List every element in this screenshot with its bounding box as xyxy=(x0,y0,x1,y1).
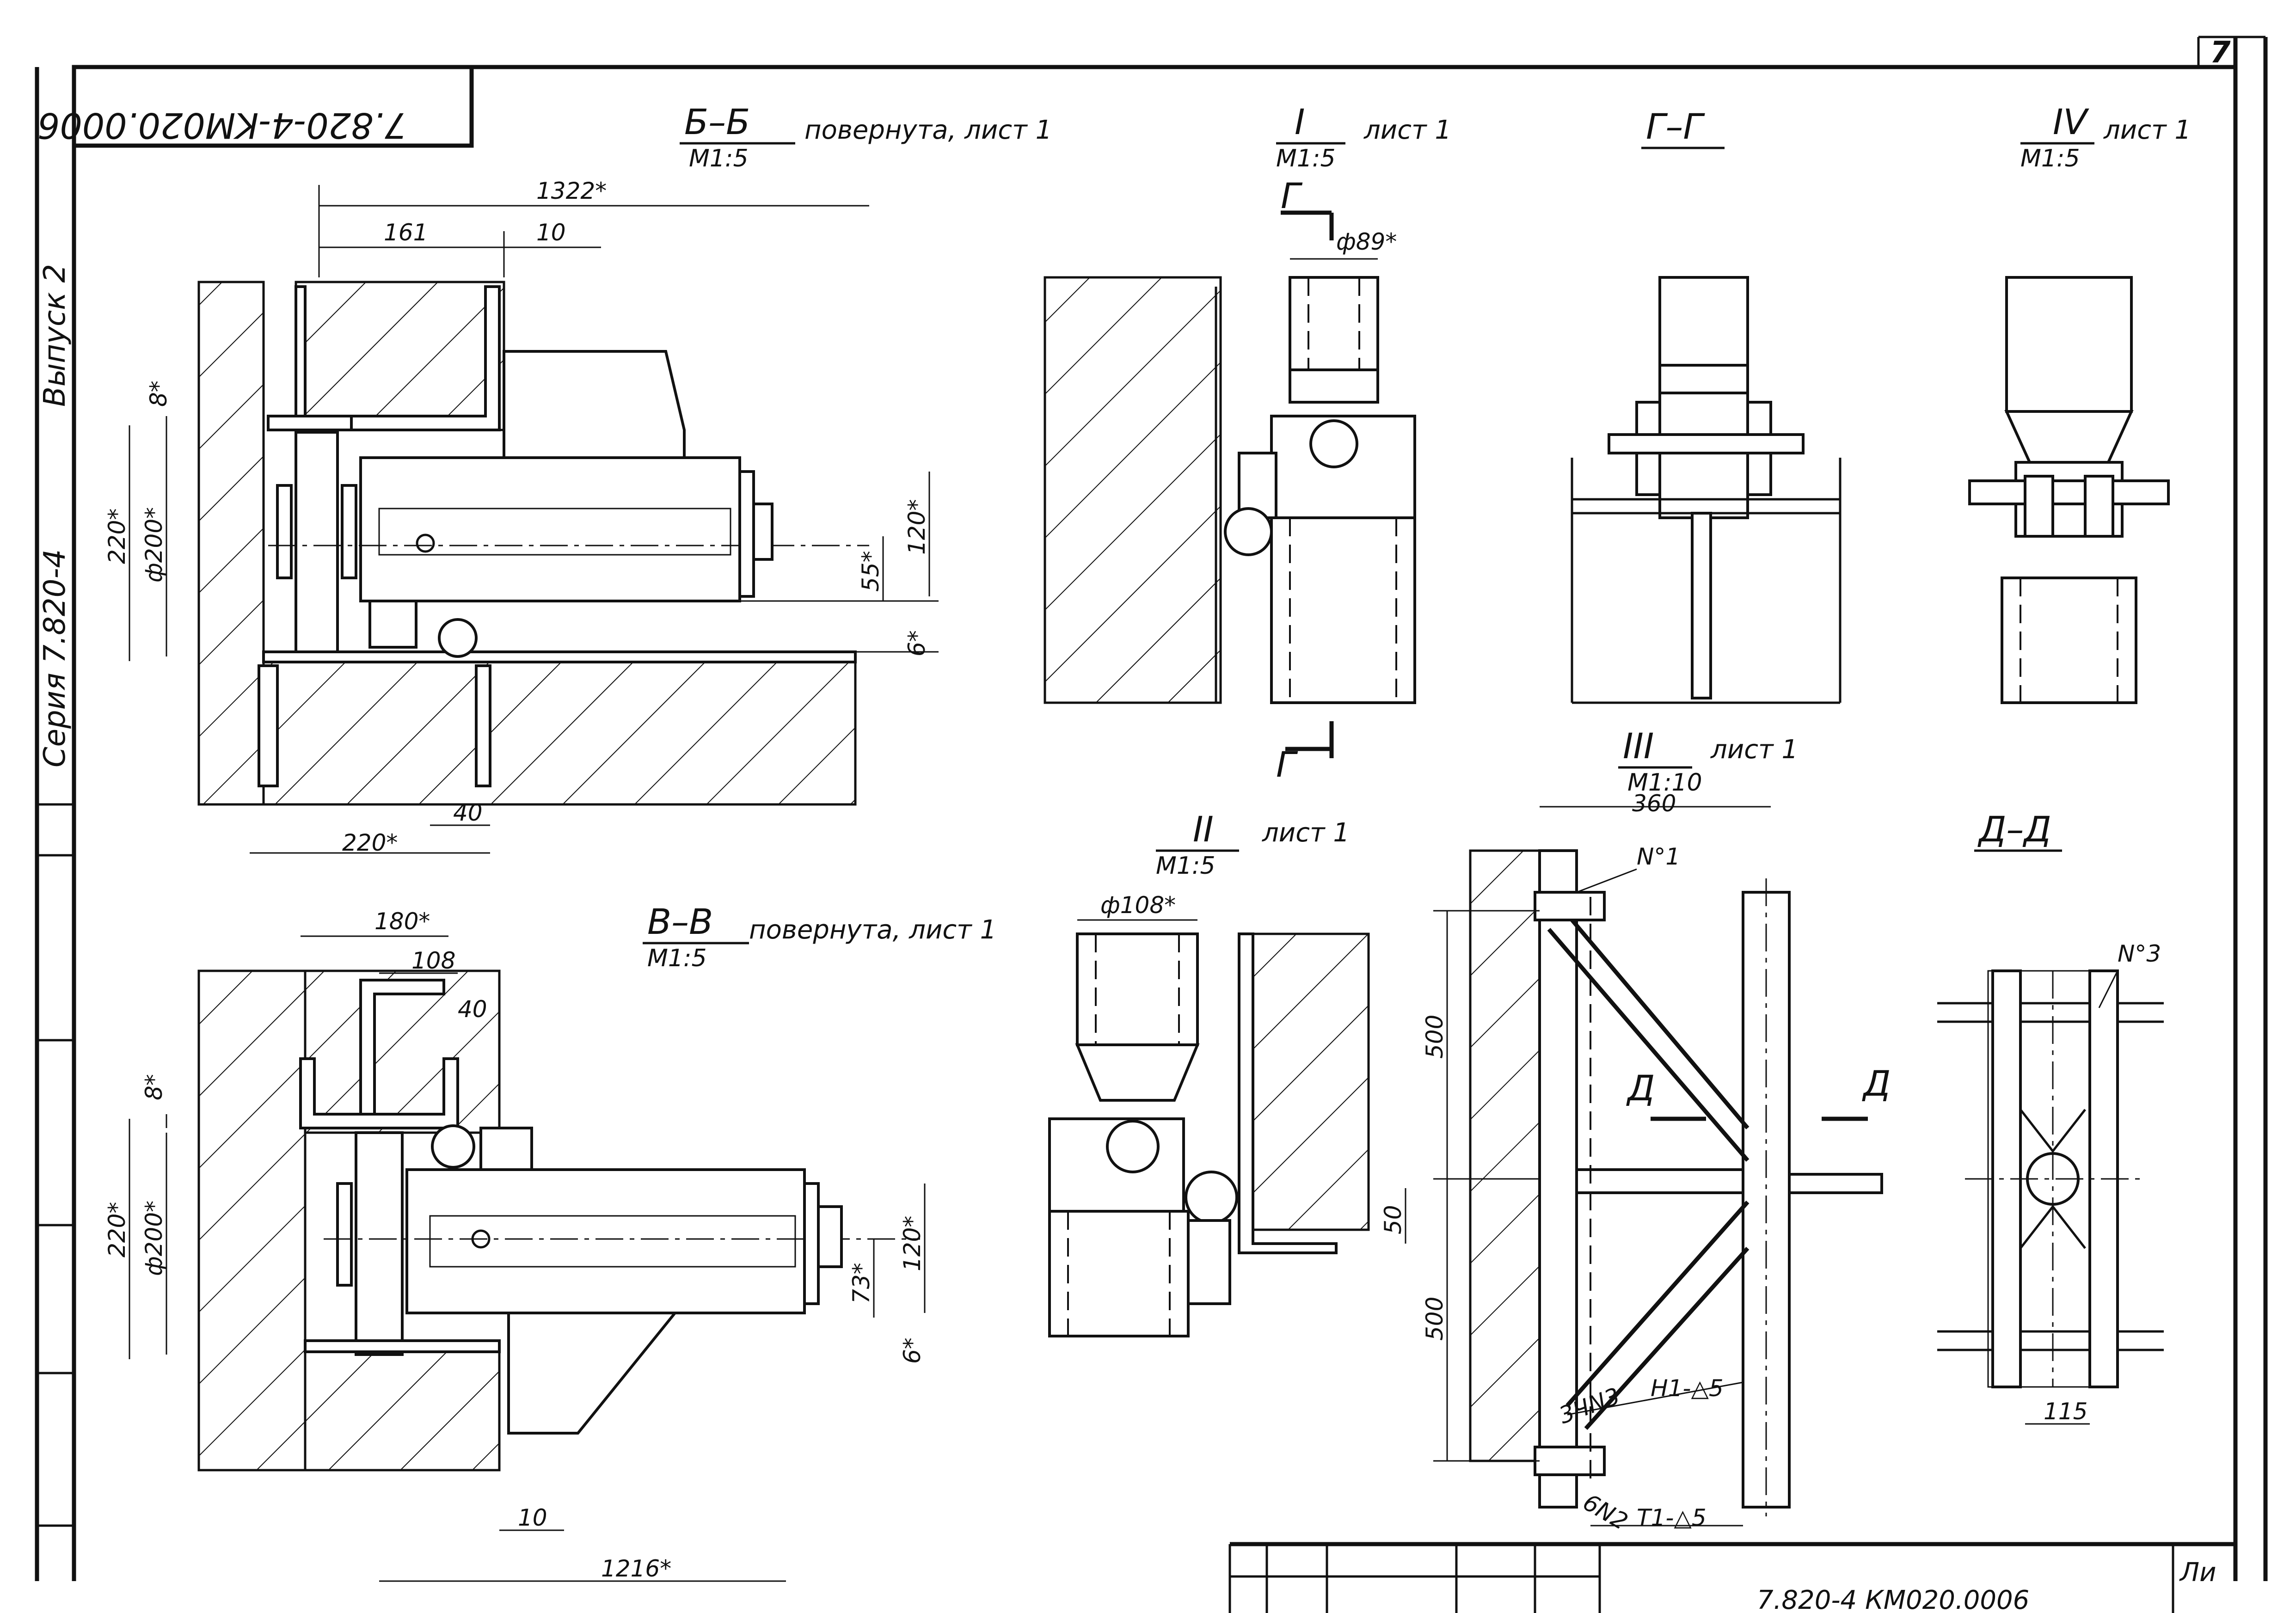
view-gg-title: Г–Г xyxy=(1646,106,1705,147)
view-1: I М1:5 лист 1 ф89* Г Г xyxy=(1044,101,1451,785)
view-3-note: лист 1 xyxy=(1710,735,1798,765)
bb-d10: 10 xyxy=(536,219,566,246)
view-1-note: лист 1 xyxy=(1363,115,1451,145)
view-2-title: II xyxy=(1193,809,1214,850)
vv-d120: 120* xyxy=(899,1216,926,1271)
bb-d220: 220* xyxy=(104,509,130,564)
view-bb-title: Б–Б xyxy=(684,101,750,142)
v2-d108: ф108* xyxy=(1100,892,1176,919)
page-number: 7 xyxy=(2210,36,2231,70)
vv-d220: 220* xyxy=(104,1202,130,1257)
view-3: III М1:10 лист 1 360 500 500 Д Д N°1 xyxy=(1421,725,1891,1535)
dd-d115: 115 xyxy=(2044,1398,2087,1425)
v3-d500b: 500 xyxy=(1421,1297,1448,1341)
vv-d8: 8* xyxy=(141,1074,167,1100)
bb-d200: ф200* xyxy=(141,507,167,583)
bb-d40: 40 xyxy=(453,799,483,826)
view-4-title: IV xyxy=(2053,101,2089,142)
corner-label: Ли xyxy=(2179,1558,2216,1588)
bb-d55: 55* xyxy=(857,551,884,592)
side-series: Серия 7.820-4 xyxy=(38,549,72,767)
dd-pos3: N°3 xyxy=(2118,940,2161,967)
sheet-frame: 7 7.820-4-KM020.0006 Серия 7.820-4 Выпус… xyxy=(35,36,2268,1613)
v3-weld2b: Т1-△5 xyxy=(1637,1504,1707,1531)
v3-d360: 360 xyxy=(1632,790,1676,817)
vv-d40: 40 xyxy=(458,996,487,1023)
view-1-scale: М1:5 xyxy=(1276,145,1336,172)
v1-cut-top: Г xyxy=(1281,175,1303,216)
view-3-scale: М1:10 xyxy=(1627,769,1702,797)
vv-d200: ф200* xyxy=(141,1201,167,1276)
view-dd: Д–Д N°3 115 xyxy=(1937,809,2164,1425)
view-2-note: лист 1 xyxy=(1262,818,1350,848)
view-2-scale: М1:5 xyxy=(1156,852,1216,880)
bb-d161: 161 xyxy=(384,219,428,246)
v2-d50: 50 xyxy=(1380,1205,1406,1234)
vv-d108: 108 xyxy=(411,947,455,974)
view-vv-title: В–В xyxy=(647,901,713,942)
side-issue: Выпуск 2 xyxy=(38,264,72,407)
bb-d220b: 220* xyxy=(342,829,398,856)
view-vv: В–В М1:5 повернута, лист 1 180* 108 40 xyxy=(104,901,996,1582)
view-1-title: I xyxy=(1295,101,1305,142)
view-4-scale: М1:5 xyxy=(2020,145,2080,172)
v3-pos1: N°1 xyxy=(1637,843,1680,870)
vv-d6: 6* xyxy=(899,1337,926,1364)
bb-d120: 120* xyxy=(903,499,930,555)
view-dd-title: Д–Д xyxy=(1977,809,2051,850)
view-gg: Г–Г xyxy=(1571,106,1842,704)
stamp-code: 7.820-4-KM020.0006 xyxy=(37,105,407,146)
view-vv-scale: М1:5 xyxy=(647,944,707,972)
bottom-code: 7.820-4 КМ020.0006 xyxy=(1757,1585,2029,1613)
view-bb-scale: М1:5 xyxy=(689,145,749,172)
v3-mark-d-right: Д xyxy=(1862,1063,1891,1104)
bb-d1322: 1322* xyxy=(536,178,607,204)
vv-d73: 73* xyxy=(848,1263,875,1304)
v3-weld2: 6N2 xyxy=(1578,1489,1632,1535)
vv-d10: 10 xyxy=(518,1504,547,1531)
view-bb-note: повернута, лист 1 xyxy=(804,115,1052,145)
view-bb: Б–Б М1:5 повернута, лист 1 xyxy=(104,101,1052,856)
vv-d180: 180* xyxy=(374,908,430,935)
view-4-note: лист 1 xyxy=(2103,115,2191,145)
view-3-title: III xyxy=(1623,725,1654,767)
v3-d500a: 500 xyxy=(1421,1015,1448,1059)
view-2: II М1:5 лист 1 ф108* 50 xyxy=(1048,809,1406,1337)
vv-d1216: 1216* xyxy=(601,1555,671,1582)
bb-d8: 8* xyxy=(145,380,172,407)
view-vv-note: повернута, лист 1 xyxy=(749,915,996,945)
v3-mark-d-left: Д xyxy=(1626,1067,1655,1109)
v1-d89: ф89* xyxy=(1336,228,1397,255)
view-4: IV М1:5 лист 1 xyxy=(1968,101,2191,704)
